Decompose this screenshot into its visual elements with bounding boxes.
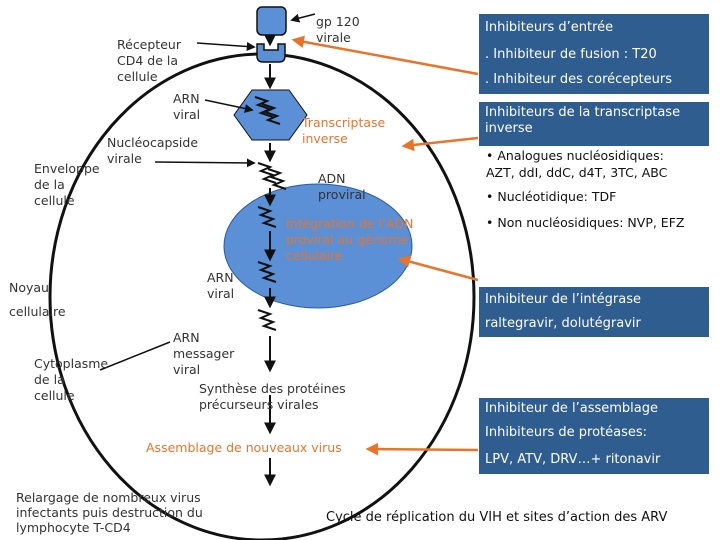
entry-inhibitor-fusion: . Inhibiteur de fusion : T20 (479, 42, 709, 68)
rt-analogues-heading: • Analogues nucléosidiques: (486, 148, 664, 163)
cd4-label: Récepteur CD4 de la cellule (117, 37, 181, 84)
mrna-strand-icon (257, 309, 277, 331)
arn-messager-label: ARN messager viral (173, 330, 235, 377)
integration-label: Intégration de l’ADN proviral au génome … (286, 216, 414, 263)
entry-inhibitors-title: Inhibiteurs d’entrée (479, 14, 709, 42)
cytoplasme-label: Cytoplasme de la cellule (34, 356, 109, 403)
rt-non-nucleoside: • Non nucléosidiques: NVP, EFZ (486, 214, 711, 231)
rt-analogues-list: AZT, ddI, ddC, d4T, 3TC, ABC (486, 165, 668, 180)
assembly-inhibitor-title: Inhibiteur de l’assemblage (479, 398, 709, 422)
nucleocapsid-icon (233, 89, 308, 141)
rt-nucleotide: • Nucléotidique: TDF (486, 188, 711, 205)
arn-viral-label: ARN viral (173, 91, 201, 122)
rt-non-nucleoside-list: : NVP, EFZ (619, 215, 685, 230)
adn-proviral-label: ADN proviral (318, 171, 366, 202)
proviral-strand-icon (257, 206, 277, 228)
integrase-inhibitor-list: raltegravir, dolutégravir (479, 313, 709, 337)
rt-analogues: • Analogues nucléosidiques: AZT, ddI, dd… (486, 147, 711, 181)
rt-nucleotide-list: TDF (587, 189, 617, 204)
arn-viral-nucleus-label: ARN viral (207, 270, 235, 301)
caption: Cycle de réplication du VIH et sites d’a… (326, 510, 668, 525)
rna-strand-icon (254, 96, 281, 125)
rt-inhibitors-title: Inhibiteurs de la transcriptase inverse (479, 102, 709, 146)
transcriptase-label: Transcriptase inverse (302, 115, 386, 146)
inhibitor-arrows (291, 35, 479, 456)
relargage-label: Relargage de nombreux virus infectants p… (16, 490, 203, 535)
entry-inhibitor-coreceptors: . Inhibiteur des corécepteurs (479, 68, 709, 94)
integrase-inhibitor-title: Inhibiteur de l’intégrase (479, 287, 709, 313)
rt-nucleotide-heading: • Nucléotidique: (486, 189, 588, 204)
protease-inhibitors-list: LPV, ATV, DRV…+ ritonavir (479, 446, 709, 474)
noyau-label: Noyau cellulaire (9, 280, 66, 319)
cytoplasm-leader (99, 341, 171, 371)
nucleus (223, 183, 413, 309)
cd4-receptor-icon (256, 43, 286, 63)
rt-non-nucleoside-heading: • Non nucléosidiques (486, 215, 620, 230)
synthese-label: Synthèse des protéines précurseurs viral… (199, 381, 346, 412)
rna-nucleus-strand-icon (257, 261, 277, 283)
gp120-virus-icon (256, 6, 287, 36)
dna-strand-icon (257, 162, 287, 190)
nucleocapside-label: Nucléocapside virale (107, 135, 199, 166)
assemblage-label: Assemblage de nouveaux virus (146, 440, 342, 455)
enveloppe-label: Enveloppe de la cellule (34, 161, 100, 208)
protease-inhibitors-title: Inhibiteurs de protéases: (479, 422, 709, 446)
gp120-label: gp 120 virale (316, 14, 360, 45)
label-leaders (154, 13, 316, 168)
